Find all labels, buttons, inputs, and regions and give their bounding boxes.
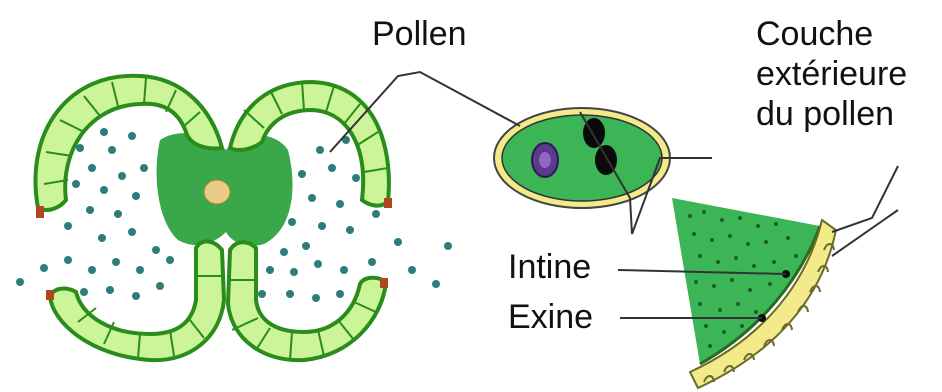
anther-cross-section: [16, 76, 452, 360]
outer-layer-label-line-3: du pollen: [756, 94, 907, 134]
anther-wall-lower-left: [50, 241, 224, 360]
pollen-label: Pollen: [372, 14, 467, 54]
anther-wall-lower-right: [228, 242, 386, 360]
pollen-grain: [494, 108, 670, 208]
exine-label: Exine: [508, 297, 593, 337]
outer-layer-leader-right: [832, 166, 898, 232]
outer-layer-label-line-1: Couche: [756, 14, 907, 54]
pollen-cytoplasm: [502, 115, 662, 201]
pollen-wall-detail: [672, 198, 836, 388]
vascular-bundle: [204, 180, 230, 204]
intine-label: Intine: [508, 247, 591, 287]
nucleolus: [539, 152, 551, 168]
outer-layer-label: Couche extérieure du pollen: [756, 14, 907, 134]
outer-layer-label-line-2: extérieure: [756, 54, 907, 94]
